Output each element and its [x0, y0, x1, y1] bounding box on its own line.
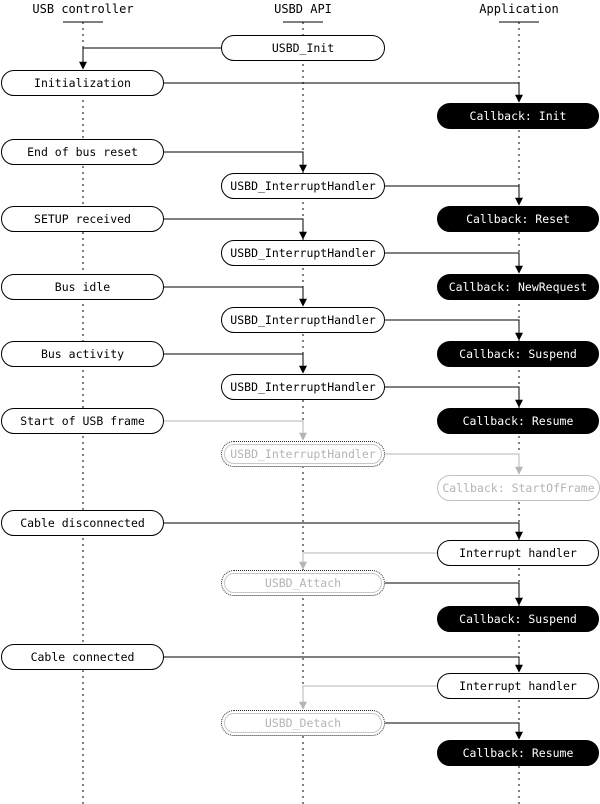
arrowhead [299, 561, 307, 570]
node-label: SETUP received [34, 212, 131, 226]
connector-n19-to-n20 [164, 522, 523, 540]
node-n16-callback-resume[interactable]: Callback: Resume [437, 408, 599, 434]
arrowhead [515, 531, 523, 540]
connector-n23-to-n24 [164, 656, 523, 673]
arrowhead [299, 231, 307, 240]
node-n26-callback-resume[interactable]: Callback: Resume [437, 740, 599, 766]
node-label: Start of USB frame [20, 414, 145, 428]
node-label: End of bus reset [27, 145, 138, 159]
node-label: Cable disconnected [20, 516, 145, 530]
node-label: Callback: Suspend [459, 347, 577, 361]
connector-n9-to-n11 [164, 286, 307, 307]
node-n8-usbd-interrupthandler[interactable]: USBD_InterruptHandler [221, 240, 385, 266]
arrowhead [515, 664, 523, 673]
node-label: Callback: StartOfFrame [442, 481, 595, 495]
arrowhead [515, 731, 523, 740]
connector-n15-to-n17 [164, 420, 307, 441]
arrowhead [515, 197, 523, 206]
connector-n12-to-n14 [164, 353, 307, 374]
node-label: USBD_Detach [264, 716, 342, 730]
node-label: Cable connected [30, 650, 135, 664]
connector-n8-to-n10 [385, 252, 523, 274]
connector-n2-to-n3 [164, 82, 523, 103]
arrowhead [299, 298, 307, 307]
connector-n5-to-n7 [385, 185, 523, 206]
node-label: USBD_InterruptHandler [230, 179, 376, 193]
node-n21-usbd-attach[interactable]: USBD_Attach [221, 570, 385, 596]
connector-n25-to-n26 [385, 722, 523, 740]
node-label: Callback: Resume [462, 414, 574, 428]
arrowhead [299, 701, 307, 710]
node-label: Callback: Init [469, 109, 567, 123]
node-n23-cable-connected[interactable]: Cable connected [1, 644, 164, 670]
node-n9-bus-idle[interactable]: Bus idle [1, 274, 164, 300]
node-n7-callback-reset[interactable]: Callback: Reset [437, 206, 599, 232]
connector-n20-to-n21 [299, 552, 437, 570]
node-n3-callback-init[interactable]: Callback: Init [437, 103, 599, 129]
node-n11-usbd-interrupthandler[interactable]: USBD_InterruptHandler [221, 307, 385, 333]
node-label: USBD_InterruptHandler [230, 246, 376, 260]
node-n1-usbd-init[interactable]: USBD_Init [221, 35, 385, 61]
connector-n24-to-n25 [299, 685, 437, 710]
lifeline-label-api: USBD API [274, 2, 332, 16]
node-label: Interrupt handler [459, 679, 577, 693]
node-label: USBD_InterruptHandler [230, 380, 376, 394]
node-n25-usbd-detach[interactable]: USBD_Detach [221, 710, 385, 736]
arrowhead [299, 432, 307, 441]
node-n19-cable-disconnected[interactable]: Cable disconnected [1, 510, 164, 536]
lifeline-label-app: Application [479, 2, 559, 16]
node-n24-interrupt-handler[interactable]: Interrupt handler [437, 673, 599, 699]
arrowhead [515, 466, 523, 475]
node-n17-usbd-interrupthandler[interactable]: USBD_InterruptHandler [221, 441, 385, 467]
node-n20-interrupt-handler[interactable]: Interrupt handler [437, 540, 599, 566]
connector-n11-to-n13 [385, 319, 523, 341]
node-label: USBD_Init [271, 41, 335, 55]
node-n15-start-of-usb-frame[interactable]: Start of USB frame [1, 408, 164, 434]
node-label: USBD_Attach [264, 576, 342, 590]
node-n22-callback-suspend[interactable]: Callback: Suspend [437, 606, 599, 632]
node-label: Interrupt handler [459, 546, 577, 560]
arrowhead [299, 164, 307, 173]
node-n12-bus-activity[interactable]: Bus activity [1, 341, 164, 367]
node-label: Bus activity [40, 347, 125, 361]
node-label: Initialization [34, 76, 131, 90]
connector-n17-to-n18 [385, 453, 523, 475]
node-n5-usbd-interrupthandler[interactable]: USBD_InterruptHandler [221, 173, 385, 199]
connector-n6-to-n8 [164, 218, 307, 240]
node-n18-callback-startofframe[interactable]: Callback: StartOfFrame [437, 475, 600, 501]
node-n14-usbd-interrupthandler[interactable]: USBD_InterruptHandler [221, 374, 385, 400]
node-n10-callback-newrequest[interactable]: Callback: NewRequest [437, 274, 599, 300]
node-label: Bus idle [54, 280, 111, 294]
connector-n4-to-n5 [164, 151, 307, 173]
arrowhead [299, 365, 307, 374]
lifeline-label-controller: USB controller [32, 2, 134, 16]
node-n13-callback-suspend[interactable]: Callback: Suspend [437, 341, 599, 367]
node-label: Callback: Resume [462, 746, 574, 760]
node-label: USBD_InterruptHandler [230, 447, 376, 461]
node-n6-setup-received[interactable]: SETUP received [1, 206, 164, 232]
arrowhead [515, 332, 523, 341]
connector-n21-to-n22 [385, 582, 523, 606]
node-label: Callback: Suspend [459, 612, 577, 626]
arrowhead [79, 61, 87, 70]
connector-n1-to-n2 [79, 47, 221, 70]
arrowhead [515, 597, 523, 606]
node-label: USBD_InterruptHandler [230, 313, 376, 327]
connector-n14-to-n16 [385, 386, 523, 408]
arrowhead [515, 94, 523, 103]
node-label: Callback: Reset [466, 212, 570, 226]
node-n2-initialization[interactable]: Initialization [1, 70, 164, 96]
arrowhead [515, 265, 523, 274]
node-label: Callback: NewRequest [448, 280, 588, 294]
arrowhead [515, 399, 523, 408]
node-n4-end-of-bus-reset[interactable]: End of bus reset [1, 139, 164, 165]
